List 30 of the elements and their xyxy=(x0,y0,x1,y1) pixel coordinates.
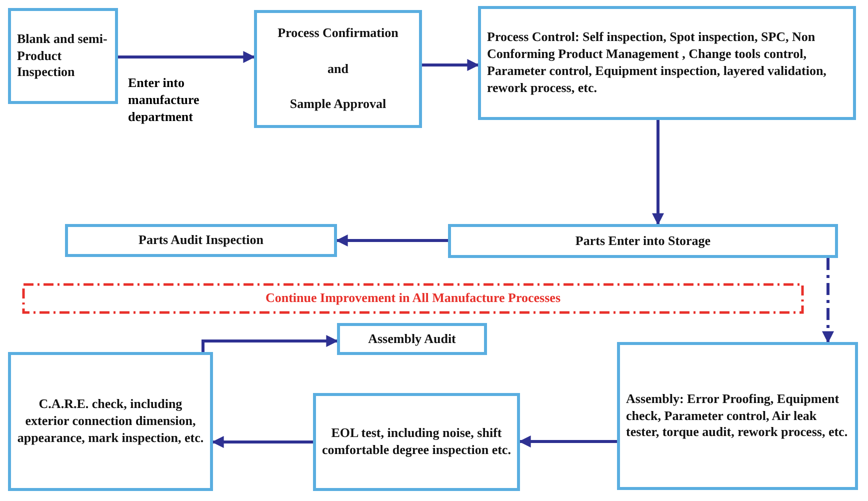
process-box xyxy=(8,352,213,491)
arrow xyxy=(202,335,338,352)
arrow xyxy=(212,436,313,448)
arrow xyxy=(822,258,834,344)
process-box xyxy=(254,10,422,128)
box-text: C.A.R.E. check, including exterior connection dimension, appearance, mark inspection, etc. xyxy=(17,396,204,447)
box-text: Blank and semi-Product Inspection xyxy=(17,30,108,82)
box-text: Process Confirmation xyxy=(276,25,400,42)
arrow xyxy=(118,51,256,63)
improvement-banner xyxy=(22,283,804,314)
box-text: Sample Approval xyxy=(288,96,388,113)
process-box xyxy=(313,393,520,491)
box-text: and xyxy=(326,60,350,78)
box-text: Assembly: Error Proofing, Equipment check, Parameter control, Air leak tester, torque audit, rework process, etc. xyxy=(626,390,849,442)
arrow xyxy=(422,59,480,71)
process-box xyxy=(617,342,858,490)
process-box xyxy=(8,8,118,104)
box-text: Process Control: Self inspection, Spot inspection, SPC, Non Conforming Product Management , Change tools control, Parameter control, Equipment inspection, layered validation, rework process, etc. xyxy=(487,29,828,97)
process-box xyxy=(448,224,838,258)
arrow xyxy=(652,120,664,226)
process-box xyxy=(478,6,856,120)
arrow xyxy=(518,436,617,448)
arrow xyxy=(336,234,448,246)
box-text: Continue Improvement in All Manufacture Processes xyxy=(264,290,562,307)
process-box xyxy=(65,224,337,257)
box-text: Parts Enter into Storage xyxy=(574,232,712,250)
process-box xyxy=(337,323,487,355)
box-text: Parts Audit Inspection xyxy=(138,232,264,249)
box-text: EOL test, including noise, shift comfortable degree inspection etc. xyxy=(322,425,511,459)
box-text: Assembly Audit xyxy=(367,330,457,348)
